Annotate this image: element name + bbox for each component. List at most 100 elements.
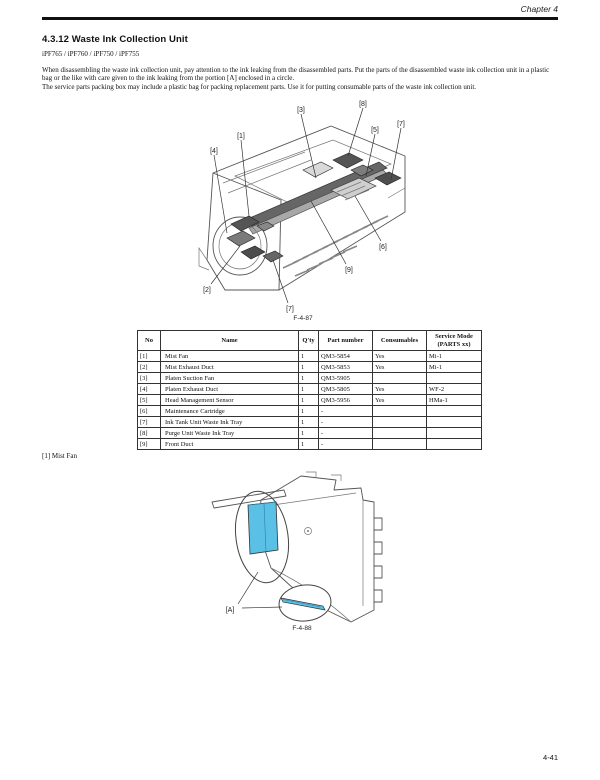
table-cell: Yes [372, 361, 427, 373]
table-cell: Yes [372, 394, 427, 406]
body-text: When disassembling the waste ink collect… [42, 66, 558, 91]
table-cell: [1] [137, 350, 161, 362]
table-cell: [4] [137, 383, 161, 395]
subsection-label: [1] Mist Fan [42, 452, 77, 460]
table-cell: HMa-1 [426, 394, 482, 406]
mist-fan-diagram: [A] F-4-88 [211, 471, 383, 632]
table-cell: [7] [137, 416, 161, 428]
table-cell: [5] [137, 394, 161, 406]
table-cell: [9] [137, 438, 161, 450]
table-cell [426, 427, 482, 439]
table-cell: Purge Unit Waste Ink Tray [160, 427, 299, 439]
page-number: 4-41 [542, 753, 558, 762]
right-components [302, 152, 402, 186]
callout-a: [A] [226, 607, 235, 614]
table-cell [426, 372, 482, 384]
table-cell: Yes [372, 350, 427, 362]
table-cell: 1 [298, 394, 319, 406]
column-header: Q'ty [298, 330, 319, 351]
table-cell [372, 416, 427, 428]
callout-7-bottom: [7] [286, 306, 294, 313]
table-cell [372, 372, 427, 384]
callout-6: [6] [379, 244, 387, 251]
table-cell: [3] [137, 372, 161, 384]
printer-body-outline [198, 125, 406, 291]
model-list: iPF765 / iPF760 / iPF750 / iPF755 [42, 50, 140, 58]
platen-slats [282, 215, 389, 277]
table-cell: 1 [298, 416, 319, 428]
table-cell: 1 [298, 350, 319, 362]
table-cell: Mi-1 [426, 350, 482, 362]
table-cell [372, 438, 427, 450]
table-cell: 1 [298, 438, 319, 450]
table-cell: Platen Suction Fan [160, 372, 299, 384]
table-cell [426, 416, 482, 428]
table-cell: - [318, 416, 373, 428]
table-cell: Head Management Sensor [160, 394, 299, 406]
callout-4: [4] [210, 148, 218, 155]
table-cell [372, 427, 427, 439]
mist-fan-components [226, 215, 284, 263]
table-cell: Front Duct [160, 438, 299, 450]
table-cell [426, 438, 482, 450]
table-cell: - [318, 438, 373, 450]
table-cell: - [318, 405, 373, 417]
callout-1: [1] [237, 133, 245, 140]
callout-7-top: [7] [397, 121, 405, 128]
paragraph-2: The service parts packing box may includ… [42, 82, 477, 91]
table-cell: 1 [298, 405, 319, 417]
section-heading: 4.3.12 Waste Ink Collection Unit [42, 34, 188, 45]
column-header: Consumables [372, 330, 427, 351]
table-cell: [8] [137, 427, 161, 439]
paragraph-1: When disassembling the waste ink collect… [42, 66, 550, 83]
table-cell: Platen Exhaust Duct [160, 383, 299, 395]
table-cell: Mist Fan [160, 350, 299, 362]
column-header: Service Mode (PARTS xx) [426, 330, 482, 351]
maintenance-cartridge-panel [330, 177, 377, 201]
table-cell: Maintenance Cartridge [160, 405, 299, 417]
table-cell: QM3-5854 [318, 350, 373, 362]
column-header: Part number [318, 330, 373, 351]
table-cell: WF-2 [426, 383, 482, 395]
header-rule [42, 17, 558, 20]
callout-a-leaders [237, 571, 283, 609]
table-cell: QM3-5805 [318, 383, 373, 395]
table-cell: [2] [137, 361, 161, 373]
callout-8: [8] [359, 101, 367, 108]
mist-fan-highlight [247, 501, 279, 555]
column-header: Name [160, 330, 299, 351]
table-cell: 1 [298, 361, 319, 373]
table-cell: Mi-1 [426, 361, 482, 373]
callout-3: [3] [297, 107, 305, 114]
table-cell [426, 405, 482, 417]
printer-diagram: [1] [4] [3] [8] [5] [7] [2] [7] [9] [6] … [198, 101, 406, 322]
callout-2: [2] [203, 287, 211, 294]
table-cell: QM3-5853 [318, 361, 373, 373]
table-cell: QM3-5956 [318, 394, 373, 406]
column-header: No [137, 330, 161, 351]
table-cell: Yes [372, 383, 427, 395]
table-cell [372, 405, 427, 417]
figure1-caption: F-4-87 [293, 315, 313, 322]
table-cell: [6] [137, 405, 161, 417]
table-cell: 1 [298, 427, 319, 439]
table-cell: Mist Exhaust Duct [160, 361, 299, 373]
chapter-header: Chapter 4 [520, 4, 558, 14]
leader-lines [210, 107, 402, 304]
ink-leak-strip [278, 584, 332, 622]
table-cell: - [318, 427, 373, 439]
table-cell: QM3-5905 [318, 372, 373, 384]
